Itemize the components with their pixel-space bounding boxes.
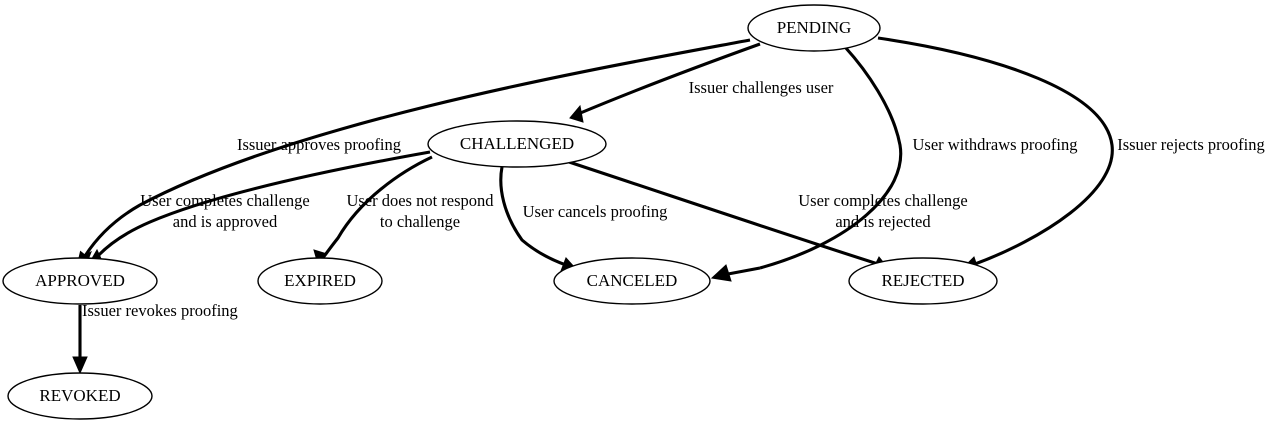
node-approved[interactable]: APPROVED: [2, 257, 158, 305]
node-challenged-ellipse: [427, 120, 607, 168]
arrowhead-approved-revoked: [72, 356, 88, 375]
node-expired[interactable]: EXPIRED: [257, 257, 383, 305]
arrowhead-pending-challenged: [569, 104, 584, 123]
edge-pending-to-rejected[interactable]: [877, 36, 1114, 273]
edge-path-challenged-rejected: [565, 159, 879, 266]
node-expired-ellipse: [257, 257, 383, 305]
node-revoked[interactable]: REVOKED: [7, 372, 153, 420]
edge-label-pending-approved: Issuer approves proofing: [237, 135, 401, 154]
edge-path-pending-rejected: [877, 36, 1114, 266]
node-revoked-ellipse: [7, 372, 153, 420]
node-rejected-label: REJECTED: [881, 271, 964, 290]
edge-pending-to-challenged[interactable]: [569, 42, 761, 123]
node-pending-ellipse: [747, 4, 881, 52]
node-expired-label: EXPIRED: [284, 271, 356, 290]
edge-path-pending-canceled-tail: [727, 266, 761, 276]
edge-label-pending-canceled: User withdraws proofing: [913, 135, 1078, 154]
edge-label-challenged-expired-line1: User does not respond: [346, 191, 494, 210]
edge-label-challenged-rejected-line2: and is rejected: [835, 212, 931, 231]
edge-path-pending-challenged: [577, 42, 761, 116]
node-approved-ellipse: [2, 257, 158, 305]
edge-pending-to-canceled[interactable]: [710, 45, 903, 282]
node-revoked-label: REVOKED: [39, 386, 120, 405]
node-challenged-label: CHALLENGED: [460, 134, 574, 153]
edge-path-challenged-expired: [320, 155, 433, 260]
edge-label-challenged-rejected-line1: User completes challenge: [798, 191, 968, 210]
edge-path-pending-canceled: [759, 45, 903, 270]
edge-label-challenged-canceled: User cancels proofing: [523, 202, 668, 221]
node-pending[interactable]: PENDING: [747, 4, 881, 52]
node-canceled-label: CANCELED: [587, 271, 678, 290]
node-rejected-ellipse: [848, 257, 998, 305]
node-challenged[interactable]: CHALLENGED: [427, 120, 607, 168]
edge-path-challenged-canceled: [499, 166, 567, 267]
edge-label-pending-challenged: Issuer challenges user: [689, 78, 834, 97]
edge-label-challenged-approved-line2: and is approved: [173, 212, 278, 231]
edge-pending-to-approved[interactable]: [76, 38, 751, 266]
node-pending-label: PENDING: [777, 18, 852, 37]
node-approved-label: APPROVED: [35, 271, 125, 290]
edge-label-approved-revoked: Issuer revokes proofing: [82, 301, 238, 320]
edge-label-pending-rejected: Issuer rejects proofing: [1117, 135, 1265, 154]
edge-label-challenged-expired-line2: to challenge: [380, 212, 460, 231]
edge-approved-to-revoked[interactable]: [72, 305, 88, 375]
edge-path-pending-approved: [83, 38, 751, 257]
node-rejected[interactable]: REJECTED: [848, 257, 998, 305]
edge-path-challenged-approved: [94, 150, 431, 260]
edge-challenged-to-expired[interactable]: [313, 155, 433, 266]
edge-label-challenged-approved-line1: User completes challenge: [140, 191, 310, 210]
node-canceled[interactable]: CANCELED: [553, 257, 711, 305]
node-canceled-ellipse: [553, 257, 711, 305]
